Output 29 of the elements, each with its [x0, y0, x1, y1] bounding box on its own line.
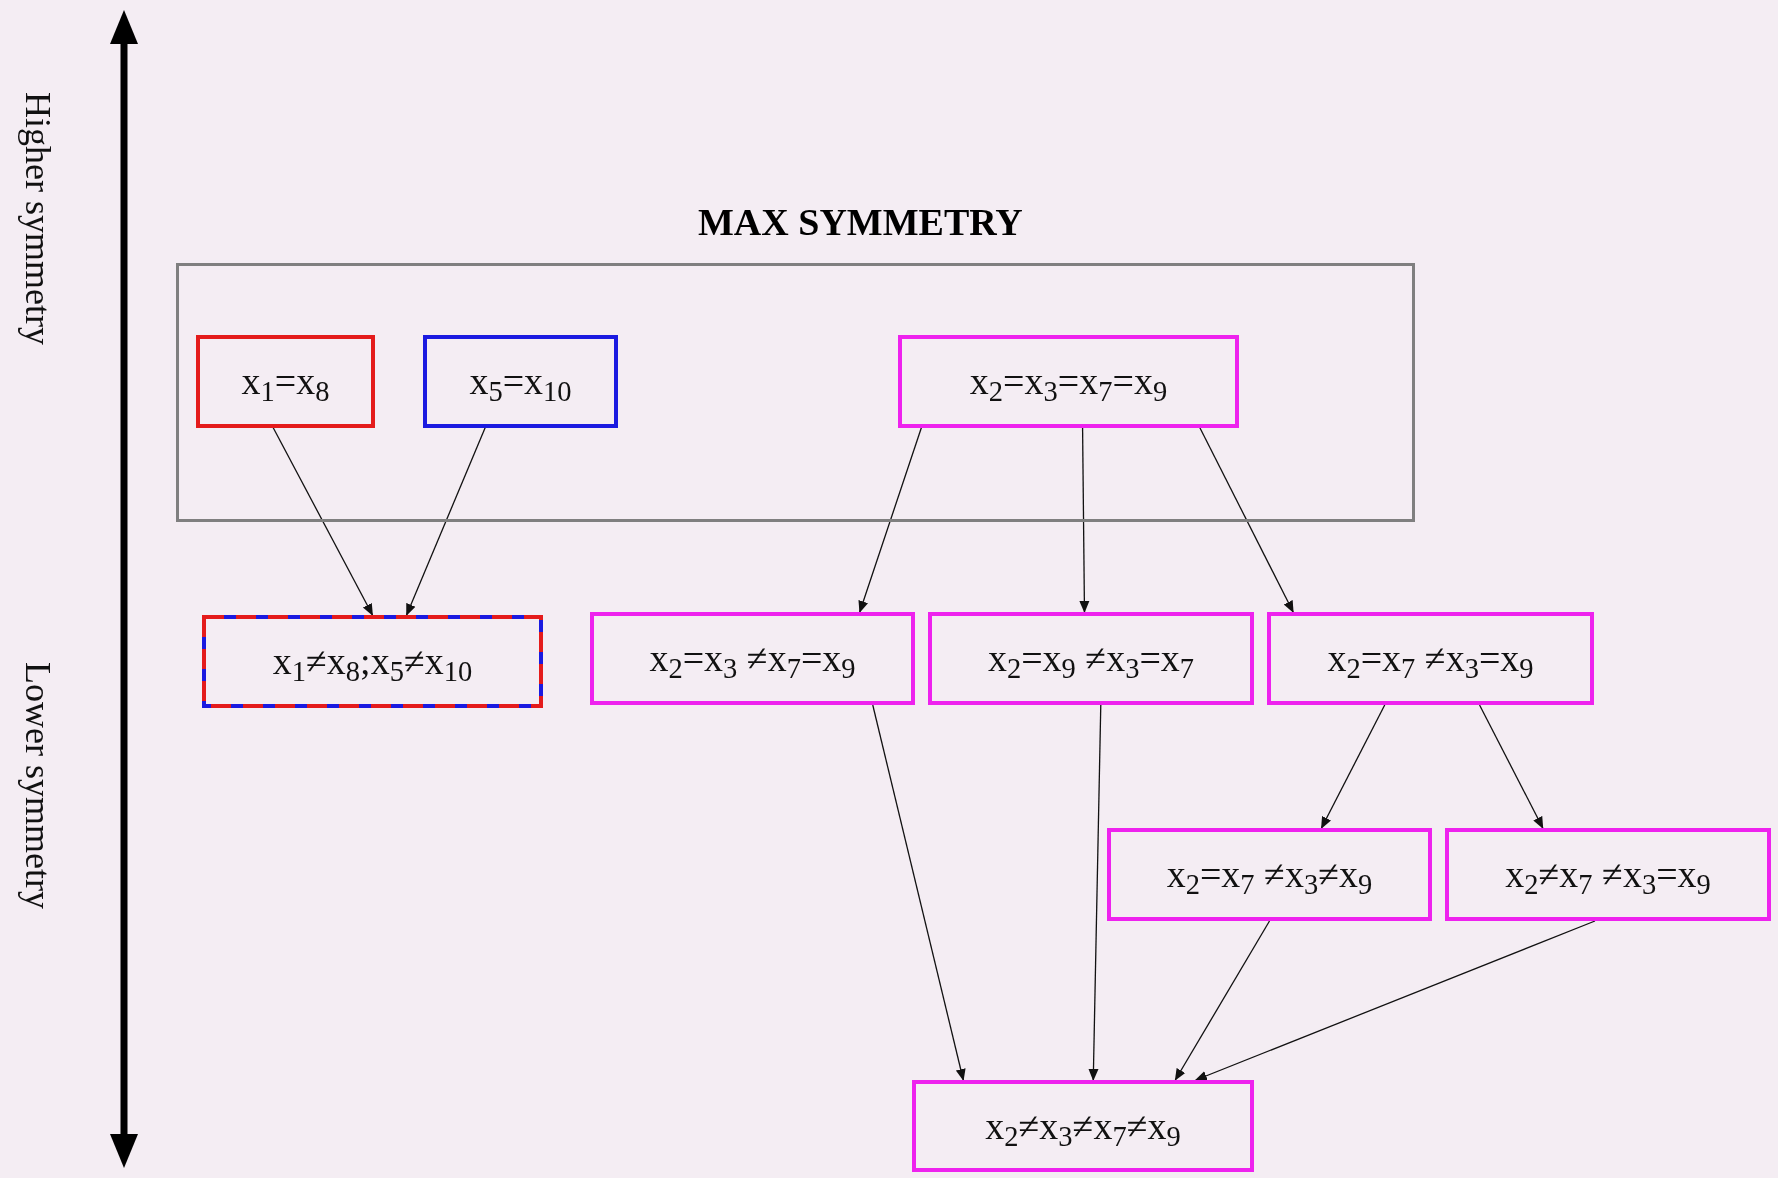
condition-box: [590, 612, 915, 705]
arrow: [1088, 704, 1102, 1081]
axis-label: Lower symmetry: [18, 662, 58, 909]
condition-text: x$_{1}$≠x$_{8}$;x$_{5}$≠x$_{10}$: [272, 639, 473, 690]
condition-text: x$_{5}$=x$_{10}$: [469, 359, 572, 410]
arrow: [1478, 704, 1544, 829]
condition-box: [423, 335, 618, 428]
condition-box: [912, 1080, 1254, 1172]
condition-text: x$_{2}$=x$_{9}$ ≠x$_{3}$=x$_{7}$: [987, 636, 1195, 687]
condition-text: x$_{1}$=x$_{8}$: [241, 359, 330, 410]
condition-text: x$_{2}$≠x$_{7}$ ≠x$_{3}$=x$_{9}$: [1505, 852, 1711, 903]
group-heading: MAX SYMMETRY: [698, 200, 1023, 245]
condition-box: [1445, 828, 1771, 921]
condition-box: [196, 335, 375, 428]
condition-box: [1267, 612, 1594, 705]
condition-box: [928, 612, 1254, 705]
condition-text: x$_{2}$=x$_{3}$ ≠x$_{7}$=x$_{9}$: [649, 636, 856, 687]
arrow: [1174, 920, 1271, 1081]
condition-text: x$_{2}$=x$_{3}$=x$_{7}$=x$_{9}$: [969, 359, 1168, 410]
arrow: [1194, 920, 1596, 1081]
condition-text: x$_{2}$=x$_{7}$ ≠x$_{3}$=x$_{9}$: [1327, 636, 1534, 687]
condition-text: x$_{2}$≠x$_{3}$≠x$_{7}$≠x$_{9}$: [985, 1103, 1181, 1154]
condition-box: [1107, 828, 1432, 921]
condition-box: [202, 615, 543, 708]
axis-label: Higher symmetry: [18, 92, 58, 345]
condition-text: x$_{2}$=x$_{7}$ ≠x$_{3}$≠x$_{9}$: [1166, 852, 1373, 903]
arrow: [872, 704, 966, 1081]
condition-box: [898, 335, 1239, 428]
arrow: [1320, 704, 1386, 829]
